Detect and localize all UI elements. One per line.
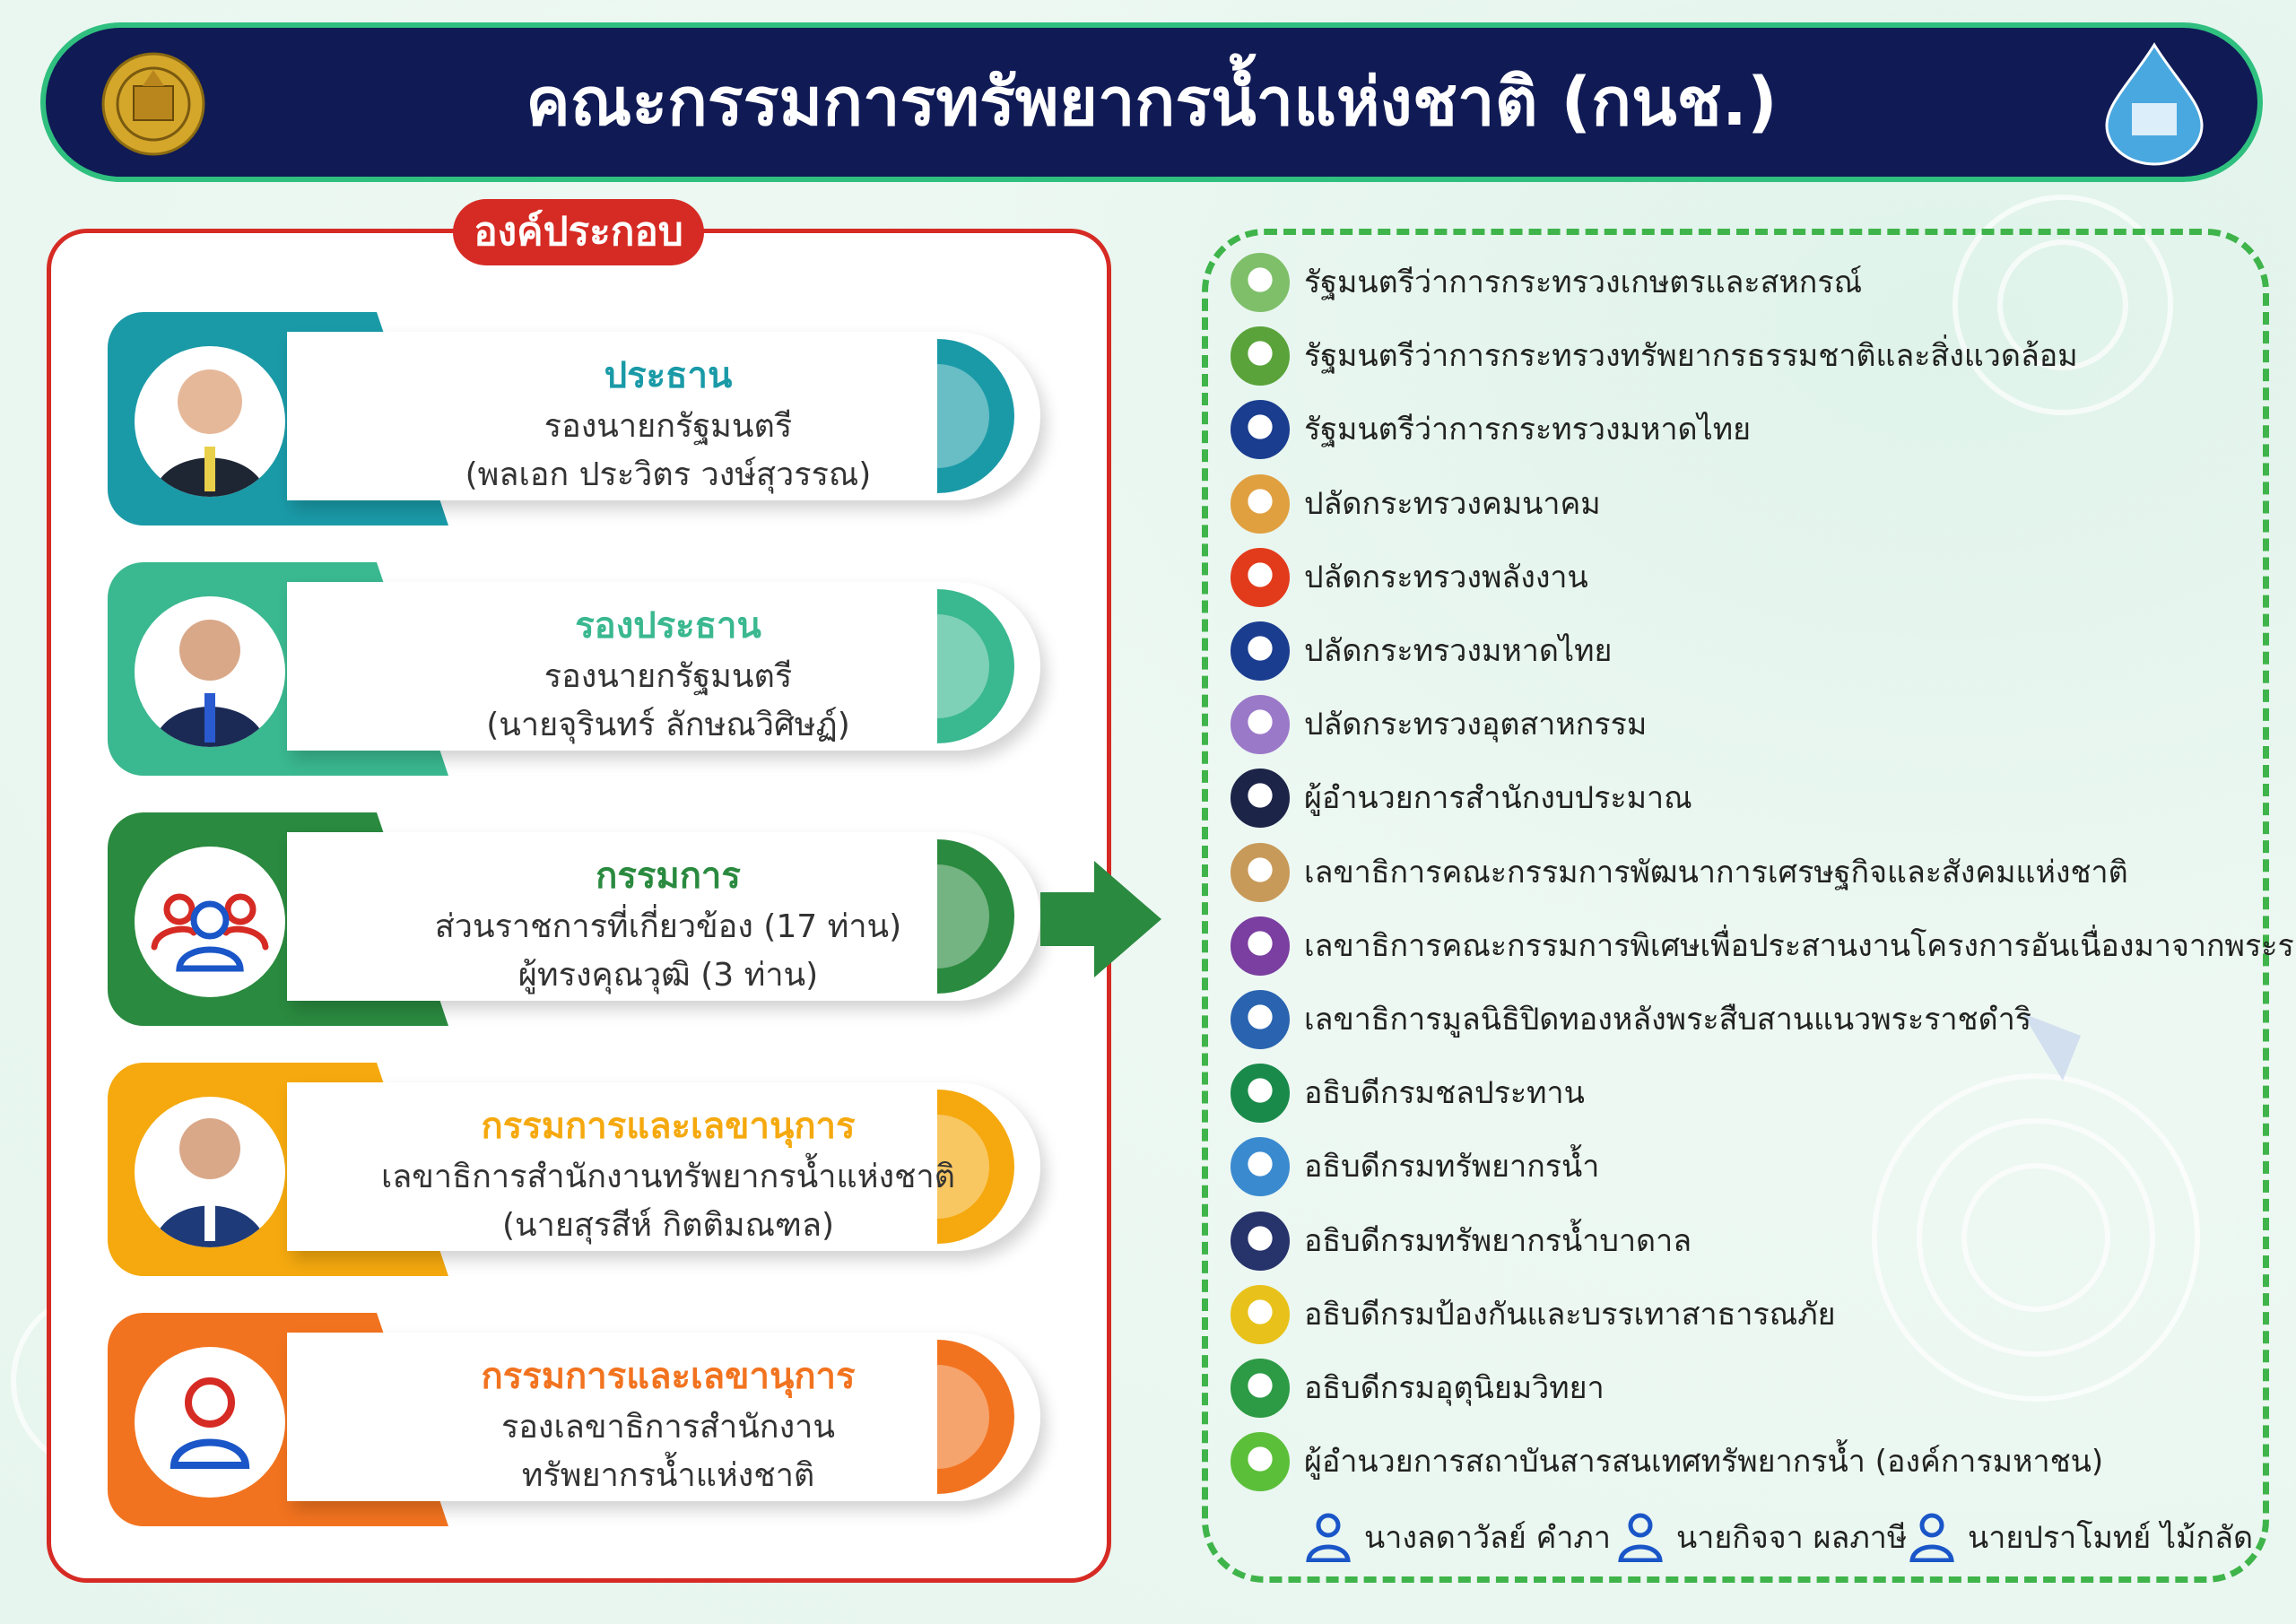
agency-logo-icon bbox=[1231, 769, 1290, 828]
member-card-body bbox=[287, 1333, 1040, 1501]
card-tab-shape bbox=[937, 339, 1014, 493]
government-seal-icon bbox=[101, 52, 205, 156]
member-name: (นายจุรินทร์ ลักษณวิศิษฏ์) bbox=[486, 707, 850, 743]
avatar bbox=[135, 1097, 285, 1247]
member-role: กรรมการและเลขานุการ bbox=[481, 1356, 856, 1397]
committee-item-label: อธิบดีกรมทรัพยากรน้ำบาดาล bbox=[1304, 1223, 1692, 1259]
agency-logo-icon bbox=[1231, 1432, 1290, 1491]
committee-item: ปลัดกระทรวงอุตสาหกรรม bbox=[1231, 693, 2262, 756]
agency-logo-icon bbox=[1231, 400, 1290, 459]
committee-item: อธิบดีกรมชลประทาน bbox=[1231, 1062, 2262, 1125]
card-tab-shape bbox=[937, 589, 1014, 743]
member-role: ประธาน bbox=[604, 355, 733, 396]
member-role: กรรมการ bbox=[596, 855, 741, 897]
committee-list-panel bbox=[1202, 229, 2269, 1583]
committee-item-label: อธิบดีกรมทรัพยากรน้ำ bbox=[1304, 1149, 1600, 1185]
committee-item: เลขาธิการคณะกรรมการพัฒนาการเศรษฐกิจและสั… bbox=[1231, 841, 2262, 904]
committee-item: ปลัดกระทรวงพลังงาน bbox=[1231, 546, 2262, 609]
user-icon bbox=[135, 1347, 285, 1498]
expert-name: นางลดาวัลย์ คำภา bbox=[1364, 1520, 1611, 1556]
member-vice-chairman: รองประธาน รองนายกรัฐมนตรี (นายจุรินทร์ ล… bbox=[108, 562, 1049, 776]
committee-item-label: ปลัดกระทรวงคมนาคม bbox=[1304, 486, 1601, 522]
arrow-right-icon bbox=[1040, 861, 1161, 977]
committee-item-label: ปลัดกระทรวงอุตสาหกรรม bbox=[1304, 707, 1648, 743]
agency-logo-icon bbox=[1231, 843, 1290, 902]
header-banner: คณะกรรมการทรัพยากรน้ำแห่งชาติ (กนช.) bbox=[40, 22, 2263, 182]
member-role: รองประธาน bbox=[575, 605, 761, 647]
group-icon bbox=[135, 847, 285, 997]
agency-logo-icon bbox=[1231, 990, 1290, 1049]
committee-item: เลขาธิการคณะกรรมการพิเศษเพื่อประสานงานโค… bbox=[1231, 915, 2296, 977]
committee-item-label: เลขาธิการมูลนิธิปิดทองหลังพระสืบสานแนวพร… bbox=[1304, 1002, 2032, 1038]
agency-logo-icon bbox=[1231, 474, 1290, 534]
agency-logo-icon bbox=[1231, 1211, 1290, 1271]
member-committee: กรรมการ ส่วนราชการที่เกี่ยวข้อง (17 ท่าน… bbox=[108, 812, 1049, 1026]
committee-item-label: อธิบดีกรมอุตุนิยมวิทยา bbox=[1304, 1370, 1605, 1406]
agency-logo-icon bbox=[1231, 326, 1290, 386]
committee-item: ผู้อำนวยการสถาบันสารสนเทศทรัพยากรน้ำ (อง… bbox=[1231, 1430, 2262, 1493]
committee-item: ปลัดกระทรวงมหาดไทย bbox=[1231, 620, 2262, 682]
committee-item: รัฐมนตรีว่าการกระทรวงเกษตรและสหกรณ์ bbox=[1231, 251, 2262, 314]
committee-item: ผู้อำนวยการสำนักงบประมาณ bbox=[1231, 767, 2262, 829]
member-name: ผู้ทรงคุณวุฒิ (3 ท่าน) bbox=[517, 957, 819, 994]
committee-item: เลขาธิการมูลนิธิปิดทองหลังพระสืบสานแนวพร… bbox=[1231, 988, 2262, 1051]
member-name: ทรัพยากรน้ำแห่งชาติ bbox=[521, 1457, 815, 1494]
member-card-body bbox=[287, 582, 1040, 751]
member-title: รองนายกรัฐมนตรี bbox=[544, 658, 793, 695]
committee-item-label: ผู้อำนวยการสถาบันสารสนเทศทรัพยากรน้ำ (อง… bbox=[1304, 1444, 2104, 1480]
agency-logo-icon bbox=[1231, 1285, 1290, 1344]
member-title: รองเลขาธิการสำนักงาน bbox=[500, 1409, 836, 1446]
agency-logo-icon bbox=[1231, 1064, 1290, 1123]
committee-item-label: เลขาธิการคณะกรรมการพัฒนาการเศรษฐกิจและสั… bbox=[1304, 855, 2128, 890]
committee-item: ปลัดกระทรวงคมนาคม bbox=[1231, 473, 2262, 535]
member-card-body bbox=[287, 832, 1040, 1001]
agency-logo-icon bbox=[1231, 1137, 1290, 1196]
avatar bbox=[135, 596, 285, 747]
committee-item-label: รัฐมนตรีว่าการกระทรวงเกษตรและสหกรณ์ bbox=[1304, 265, 1863, 300]
member-title: รองนายกรัฐมนตรี bbox=[544, 408, 793, 445]
user-icon bbox=[1909, 1513, 1954, 1562]
committee-item-label: ปลัดกระทรวงมหาดไทย bbox=[1304, 633, 1613, 669]
committee-item-label: อธิบดีกรมชลประทาน bbox=[1304, 1075, 1585, 1111]
agency-logo-icon bbox=[1231, 253, 1290, 312]
committee-item-label: รัฐมนตรีว่าการกระทรวงมหาดไทย bbox=[1304, 412, 1752, 447]
committee-item-label: ผู้อำนวยการสำนักงบประมาณ bbox=[1304, 780, 1692, 816]
page-title: คณะกรรมการทรัพยากรน้ำแห่งชาติ (กนช.) bbox=[526, 64, 1778, 141]
agency-logo-icon bbox=[1231, 621, 1290, 681]
agency-logo-icon bbox=[1231, 695, 1290, 754]
user-icon bbox=[1618, 1513, 1663, 1562]
card-tab-shape bbox=[937, 1340, 1014, 1494]
member-name: (นายสุรสีห์ กิตติมณฑล) bbox=[501, 1207, 835, 1244]
committee-item: รัฐมนตรีว่าการกระทรวงมหาดไทย bbox=[1231, 398, 2262, 461]
committee-item-label: ปลัดกระทรวงพลังงาน bbox=[1304, 560, 1588, 595]
member-assistant-secretary: กรรมการและเลขานุการ รองเลขาธิการสำนักงาน… bbox=[108, 1313, 1049, 1526]
agency-logo-icon bbox=[1231, 1359, 1290, 1418]
committee-item-label: รัฐมนตรีว่าการกระทรวงทรัพยากรธรรมชาติและ… bbox=[1304, 338, 2078, 374]
committee-item-label: เลขาธิการคณะกรรมการพิเศษเพื่อประสานงานโค… bbox=[1304, 928, 2296, 964]
avatar bbox=[135, 346, 285, 497]
member-name: (พลเอก ประวิตร วงษ์สุวรรณ) bbox=[465, 456, 872, 493]
user-icon bbox=[1306, 1513, 1351, 1562]
committee-item: อธิบดีกรมป้องกันและบรรเทาสาธารณภัย bbox=[1231, 1283, 2262, 1346]
member-title: ส่วนราชการที่เกี่ยวข้อง (17 ท่าน) bbox=[434, 908, 902, 945]
agency-logo-icon bbox=[1231, 548, 1290, 607]
composition-label: องค์ประกอบ bbox=[453, 199, 704, 265]
member-card-body bbox=[287, 1082, 1040, 1251]
member-card-body bbox=[287, 332, 1040, 500]
water-drop-logo-icon bbox=[2105, 42, 2204, 166]
committee-item-label: อธิบดีกรมป้องกันและบรรเทาสาธารณภัย bbox=[1304, 1297, 1836, 1333]
member-title: เลขาธิการสำนักงานทรัพยากรน้ำแห่งชาติ bbox=[380, 1159, 956, 1195]
member-role: กรรมการและเลขานุการ bbox=[481, 1106, 856, 1147]
member-chairman: ประธาน รองนายกรัฐมนตรี (พลเอก ประวิตร วง… bbox=[108, 312, 1049, 525]
committee-item: รัฐมนตรีว่าการกระทรวงทรัพยากรธรรมชาติและ… bbox=[1231, 325, 2262, 387]
committee-item: อธิบดีกรมทรัพยากรน้ำบาดาล bbox=[1231, 1210, 2262, 1272]
agency-logo-icon bbox=[1231, 916, 1290, 976]
member-secretary: กรรมการและเลขานุการ เลขาธิการสำนักงานทรั… bbox=[108, 1063, 1049, 1276]
committee-item: อธิบดีกรมอุตุนิยมวิทยา bbox=[1231, 1357, 2262, 1420]
card-tab-shape bbox=[937, 839, 1014, 994]
expert-name: นายกิจจา ผลภาษี bbox=[1676, 1520, 1908, 1556]
card-tab-shape bbox=[937, 1090, 1014, 1244]
expert-name: นายปราโมทย์ ไม้กลัด bbox=[1968, 1520, 2254, 1556]
committee-item: อธิบดีกรมทรัพยากรน้ำ bbox=[1231, 1135, 2262, 1198]
